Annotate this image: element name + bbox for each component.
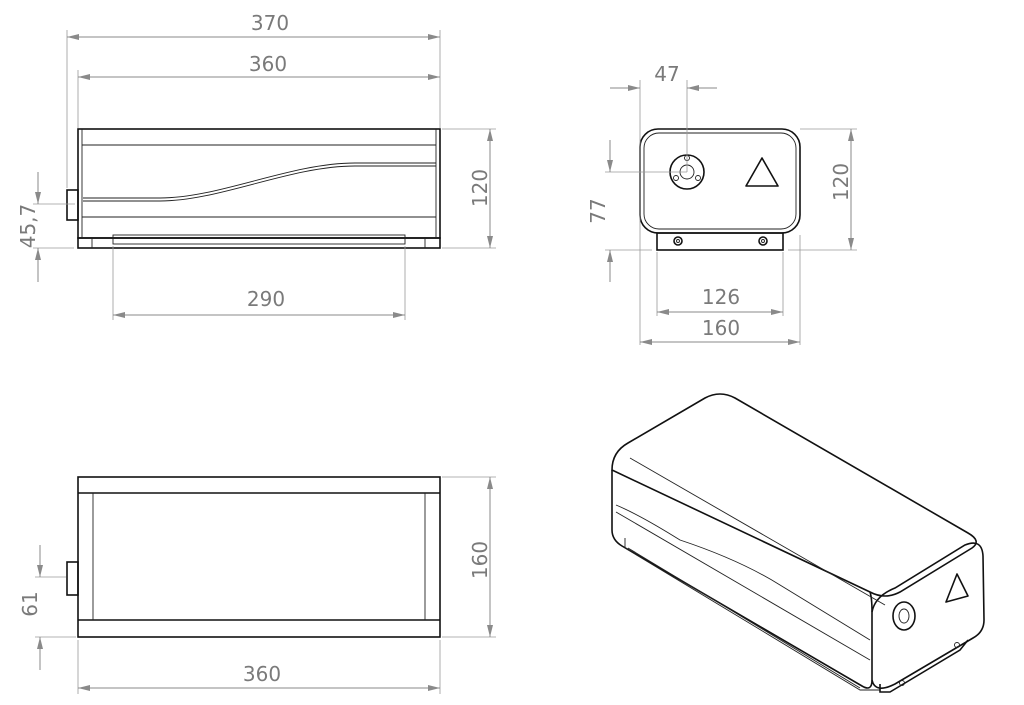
warning-triangle-icon	[745, 157, 779, 187]
dim-120-front: 120	[468, 169, 492, 207]
base-outline	[77, 237, 441, 249]
dim-61: 61	[18, 591, 42, 616]
dim-77: 77	[586, 198, 610, 223]
dim-160-top: 160	[468, 541, 492, 579]
iso-side-face	[611, 470, 873, 689]
front-view: 370 360 290 120 45,7	[16, 11, 496, 320]
dim-126: 126	[702, 285, 740, 309]
dim-160-end: 160	[702, 316, 740, 340]
dim-370: 370	[251, 11, 289, 35]
iso-end-face	[871, 542, 985, 689]
dim-290: 290	[247, 287, 285, 311]
iso-wave-line	[615, 504, 871, 641]
iso-top-face	[611, 393, 977, 597]
dim-45-7: 45,7	[16, 204, 40, 249]
top-body-outline	[77, 476, 441, 638]
connector	[66, 189, 79, 221]
dim-47: 47	[654, 62, 679, 86]
top-connector	[66, 561, 79, 596]
wave-line	[83, 162, 436, 199]
dim-360: 360	[249, 52, 287, 76]
top-view: 160 61 360	[18, 476, 496, 694]
dim-360-top: 360	[243, 662, 281, 686]
base-plate	[656, 232, 784, 251]
iso-base	[879, 639, 969, 693]
iso-warning-triangle-icon	[945, 573, 969, 603]
isometric-view	[611, 393, 985, 693]
dim-120-end: 120	[829, 163, 853, 201]
iso-connector	[892, 601, 916, 631]
end-view: 47 77 120 126 160	[586, 62, 857, 345]
